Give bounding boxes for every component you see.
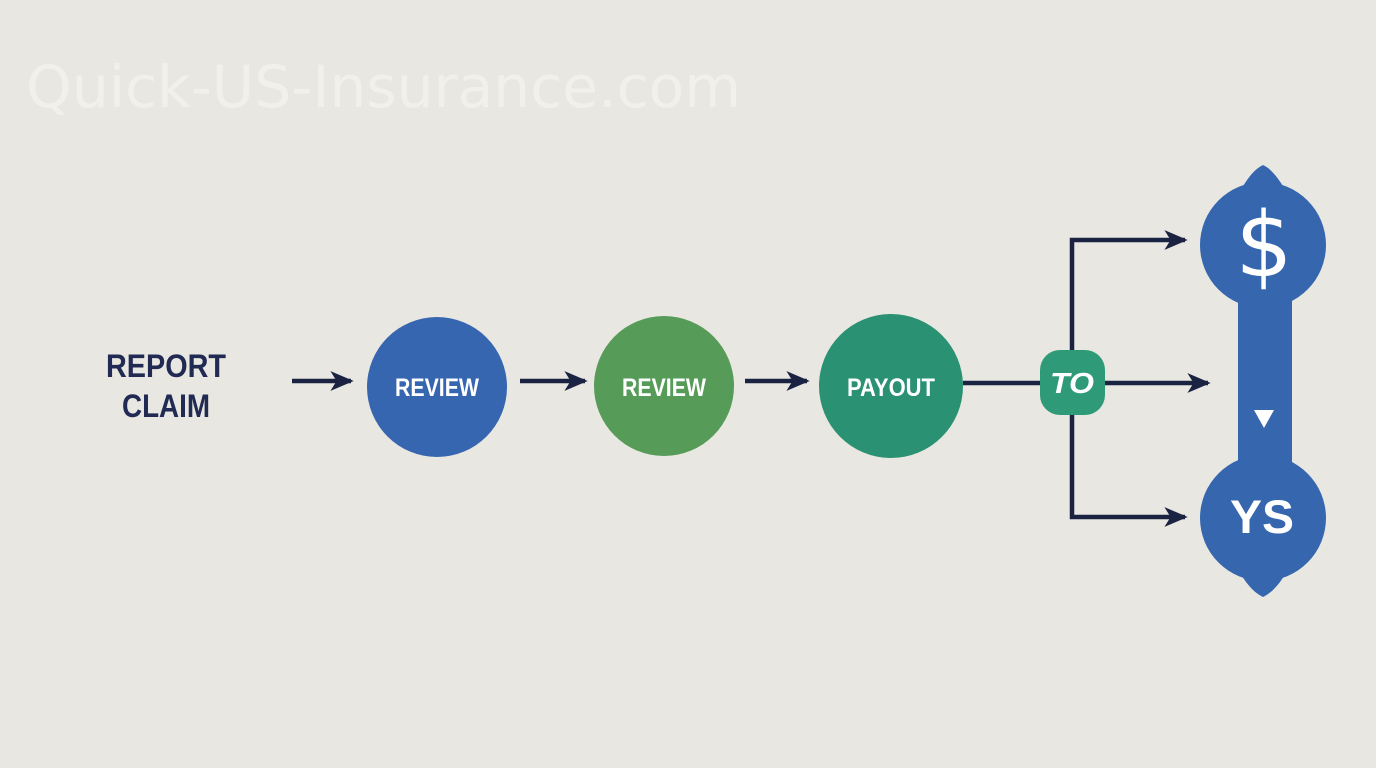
down-triangle-icon xyxy=(1254,410,1274,428)
start-label-line1: REPORT xyxy=(106,348,226,384)
node-review-2-label: REVIEW xyxy=(622,374,706,402)
node-review-1: REVIEW xyxy=(367,317,507,457)
arrow-connector-to-dollar xyxy=(1069,230,1188,352)
arrow-connector-to-ys xyxy=(1069,413,1188,527)
watermark: Quick-US-Insurance.com xyxy=(26,53,741,121)
connector-to-label: TO xyxy=(1050,368,1094,400)
connector-to: TO xyxy=(1040,350,1105,415)
node-review-2-circle xyxy=(594,316,734,456)
node-review-2: REVIEW xyxy=(594,316,734,456)
start-step: REPORT CLAIM xyxy=(106,348,226,424)
outcome-shape xyxy=(1200,165,1326,597)
start-label-line2: CLAIM xyxy=(122,388,210,424)
node-payout: PAYOUT xyxy=(819,314,963,458)
node-review-1-circle xyxy=(367,317,507,457)
money-bag-bottom-knot xyxy=(1231,556,1295,597)
node-payout-label: PAYOUT xyxy=(847,374,935,402)
node-payout-circle xyxy=(819,314,963,458)
ys-label: YS xyxy=(1230,490,1294,543)
node-review-1-label: REVIEW xyxy=(395,374,479,402)
connector-to-box xyxy=(1040,350,1105,415)
money-bag-bottom xyxy=(1200,455,1326,581)
dollar-icon: $ xyxy=(1235,193,1292,298)
